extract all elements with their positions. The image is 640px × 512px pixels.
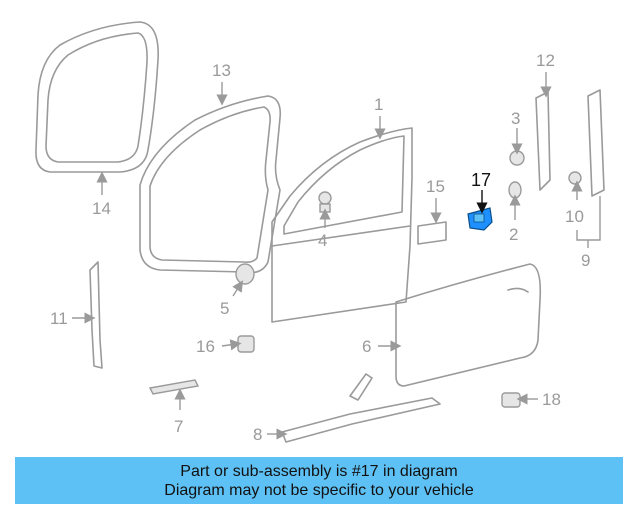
callout-3: 3 [511, 109, 520, 128]
callout-2: 2 [509, 225, 518, 244]
part-9-channel [587, 89, 605, 197]
callout-10: 10 [565, 207, 584, 226]
part-14-weatherstrip [35, 21, 159, 173]
callout-14: 14 [92, 199, 111, 218]
part-6-outer-panel [395, 263, 542, 387]
callout-6: 6 [362, 337, 371, 356]
callout-16: 16 [196, 337, 215, 356]
callout-5: 5 [220, 299, 229, 318]
part-17-highlighted [467, 207, 493, 231]
part-5-grommet [235, 263, 255, 285]
banner-line-2: Diagram may not be specific to your vehi… [164, 481, 474, 499]
part-3-clip [509, 150, 525, 166]
callout-13: 13 [212, 61, 231, 80]
callout-12: 12 [536, 51, 555, 70]
leader-lines [72, 72, 601, 440]
callout-11: 11 [50, 309, 68, 328]
part-7-tube [148, 379, 200, 395]
part-12-seal [535, 91, 551, 191]
banner-line-1: Part or sub-assembly is #17 in diagram [180, 462, 458, 480]
part-16-clip [237, 335, 255, 353]
callout-17: 17 [471, 170, 491, 190]
part-4-bolt [318, 191, 332, 213]
callout-9: 9 [581, 251, 590, 270]
part-18-clip [501, 392, 521, 408]
part-8-rocker-molding [281, 373, 441, 443]
part-11-trim [89, 261, 103, 369]
part-15-pad [417, 221, 447, 245]
callout-4: 4 [318, 231, 327, 250]
callout-1: 1 [374, 95, 383, 114]
part-2-washer [508, 181, 522, 199]
callout-labels: 1 2 3 4 5 6 7 8 9 10 11 12 13 14 15 16 1… [50, 51, 590, 444]
callout-8: 8 [253, 425, 262, 444]
info-banner: Part or sub-assembly is #17 in diagram D… [15, 457, 623, 504]
callout-7: 7 [174, 417, 183, 436]
part-10-bolt [568, 171, 582, 185]
callout-18: 18 [542, 390, 561, 409]
callout-15: 15 [426, 177, 445, 196]
part-13-weatherstrip [139, 95, 282, 274]
part-1-front-door [271, 127, 413, 323]
